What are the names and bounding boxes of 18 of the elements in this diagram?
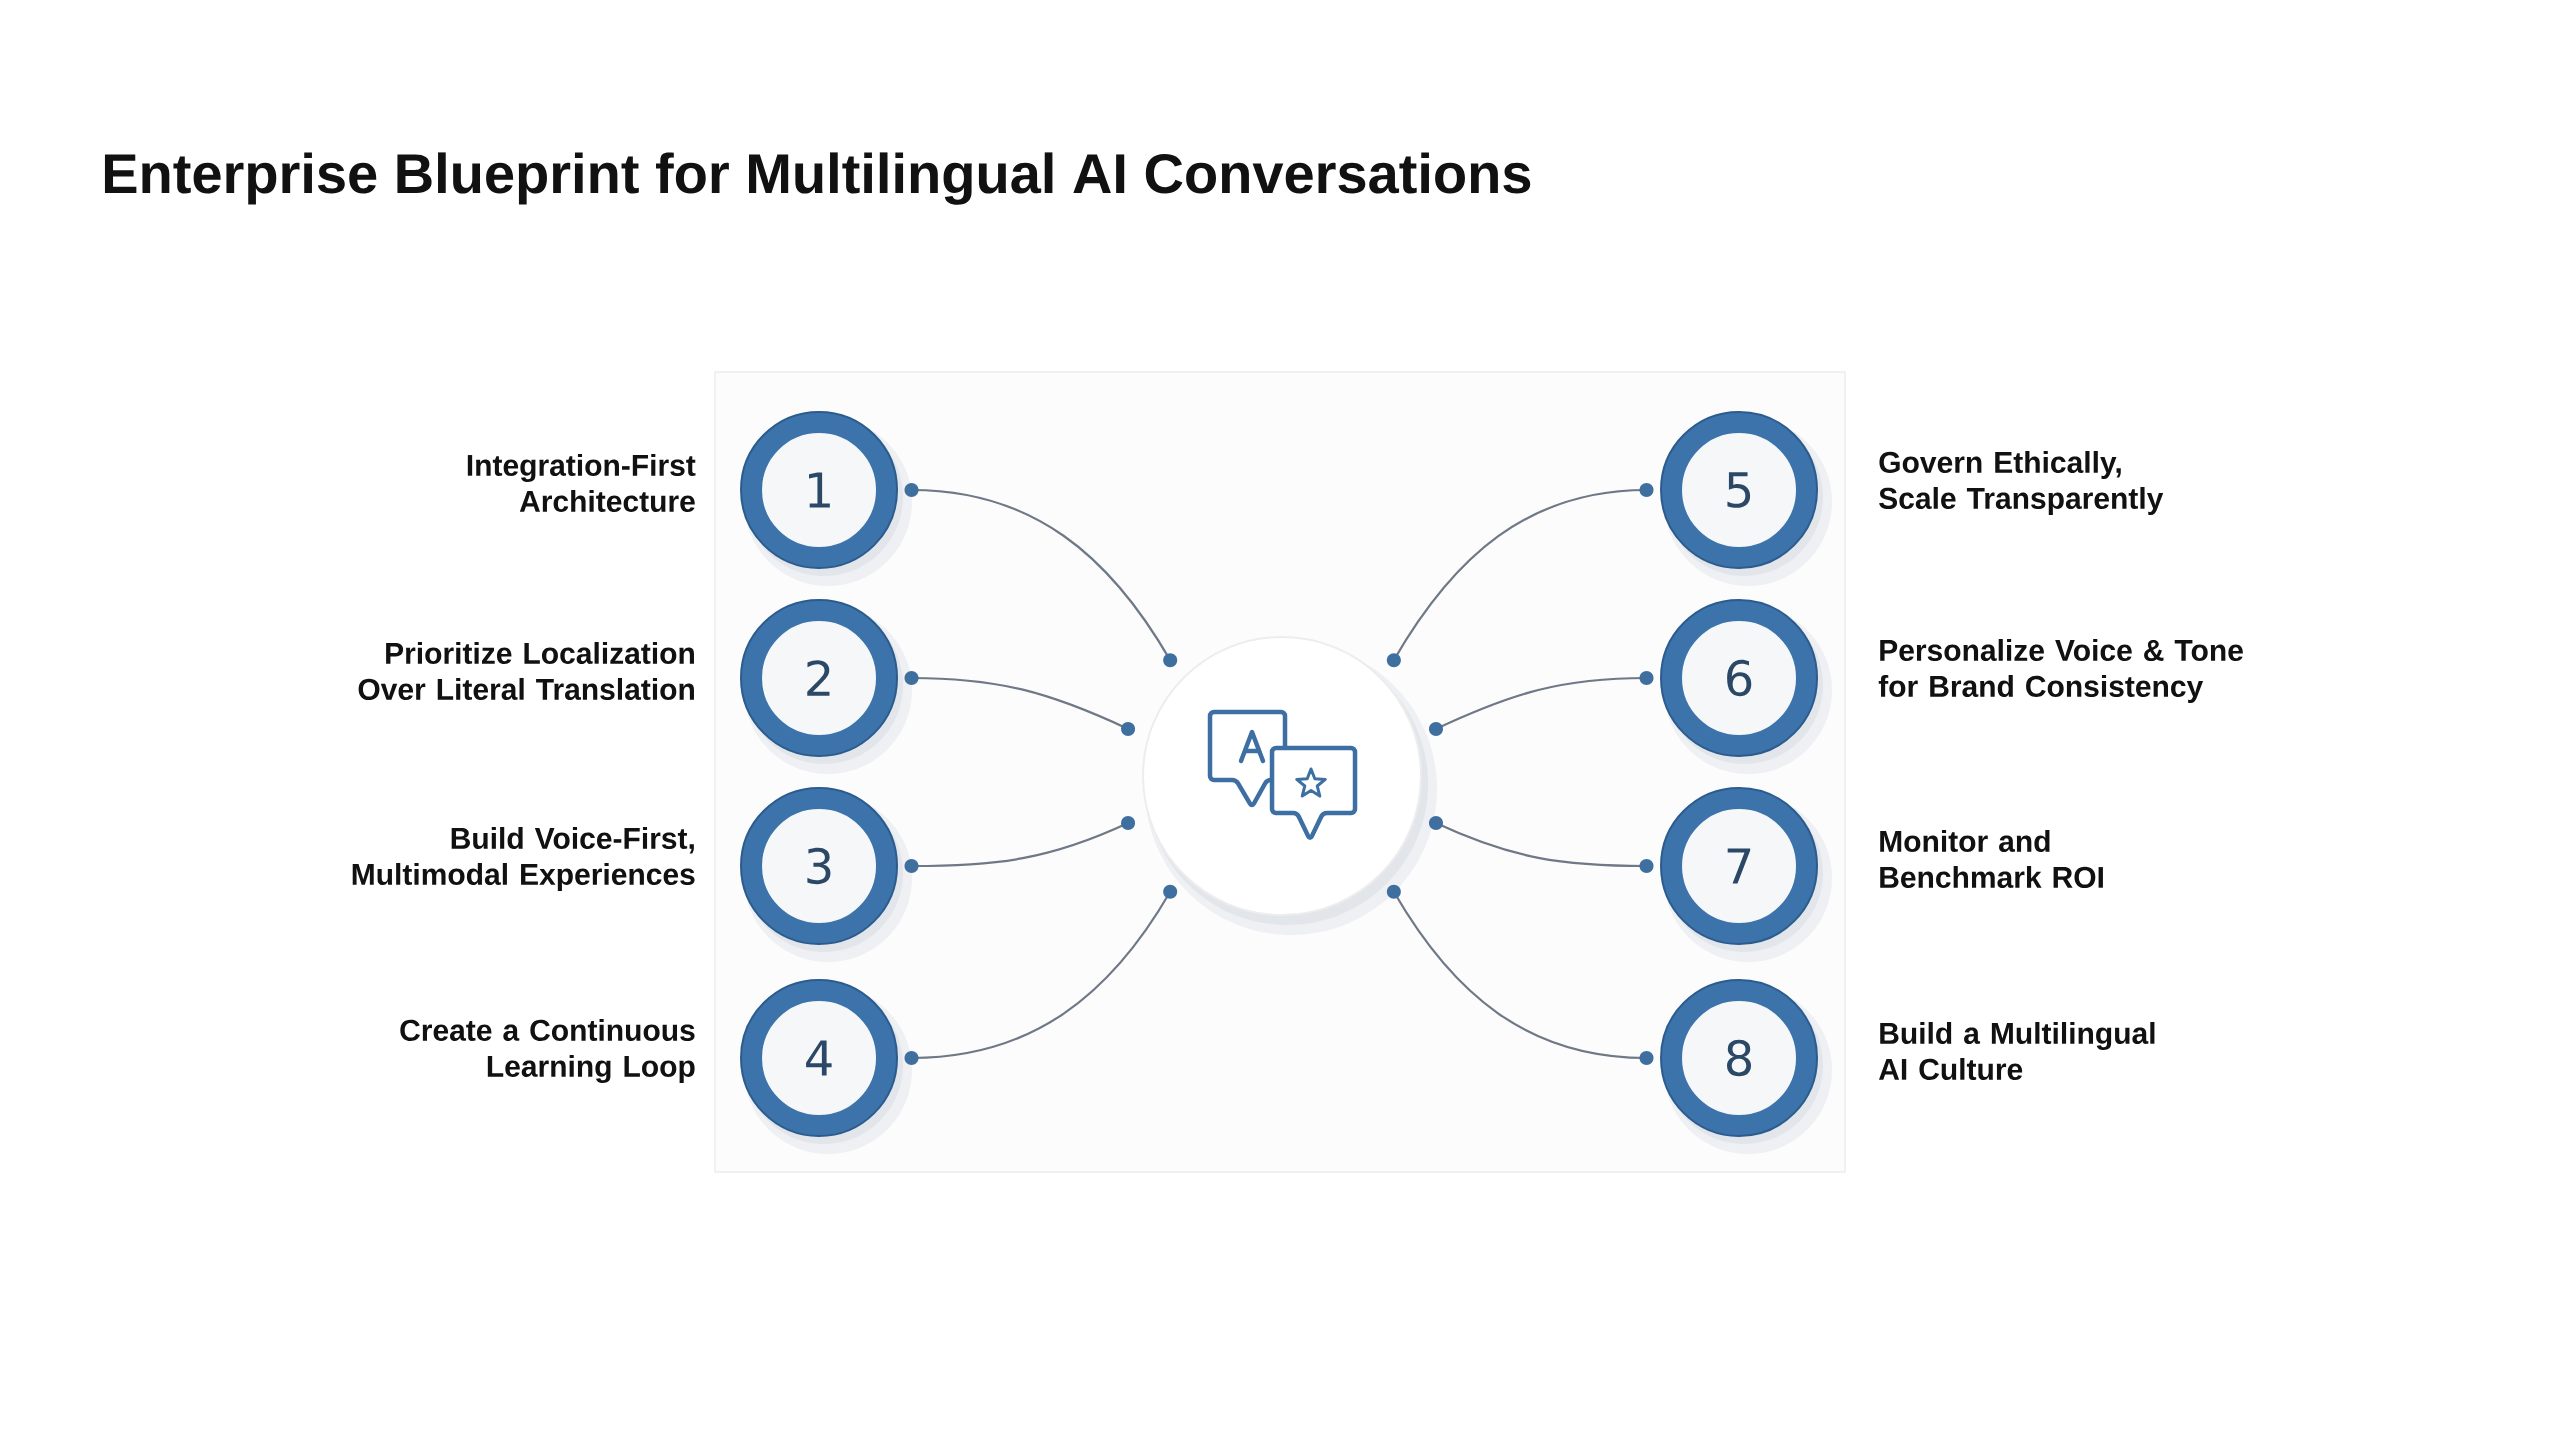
connector <box>1386 483 1654 668</box>
connector <box>904 816 1136 873</box>
step-label: Personalize Voice & Tone for Brand Consistency <box>1878 639 2243 703</box>
connector <box>904 483 1178 668</box>
connector <box>904 884 1178 1065</box>
connector <box>1429 816 1654 873</box>
title: Enterprise Blueprint for Multilingual AI Conversations <box>104 152 1531 205</box>
connector <box>904 671 1136 736</box>
step-label: Create a Continuous Learning Loop <box>400 1018 695 1084</box>
connector <box>1429 671 1654 736</box>
connector <box>1386 884 1654 1065</box>
hub-circle <box>1142 636 1437 935</box>
step-label: Build Voice-First, Multimodal Experiences <box>352 827 695 891</box>
step-label: Prioritize Localization Over Literal Translation <box>358 641 694 700</box>
step-label: Integration-First Architecture <box>467 453 696 512</box>
step-label: Govern Ethically, Scale Transparently <box>1879 451 2164 515</box>
step-label: Build a Multilingual AI Culture <box>1878 1021 2155 1080</box>
step-label: Monitor and Benchmark ROI <box>1880 829 2103 888</box>
